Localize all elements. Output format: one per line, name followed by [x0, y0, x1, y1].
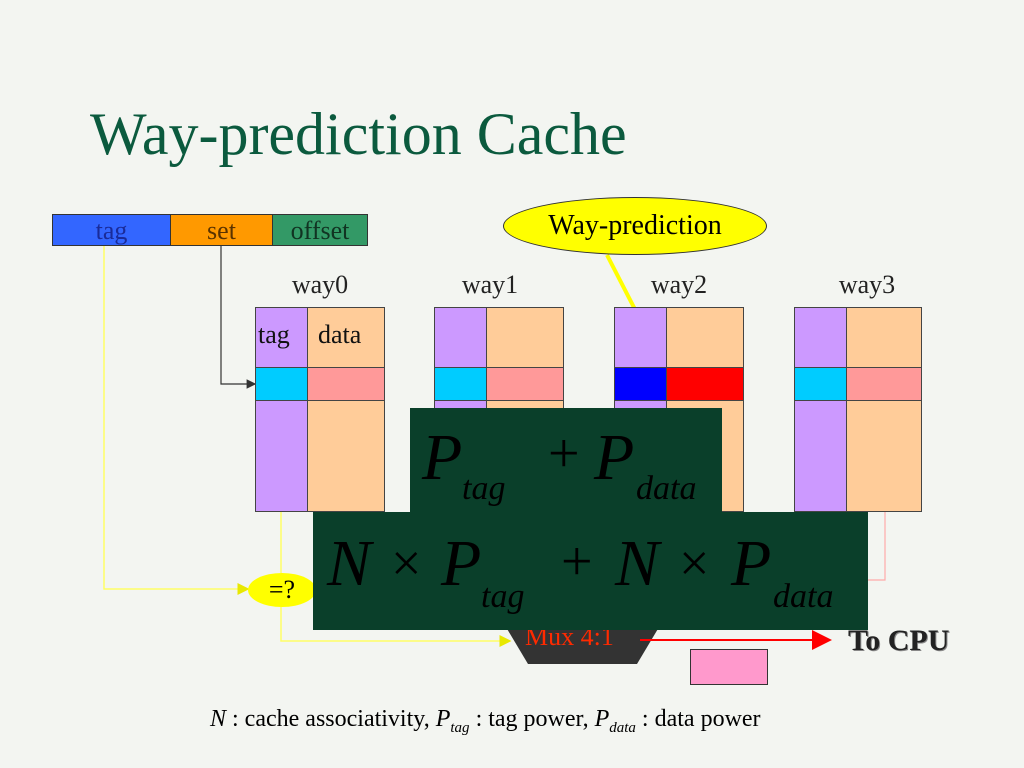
way3-tag-row [794, 367, 847, 401]
tag-column-label: tag [258, 320, 290, 349]
way2-data-row-predicted [666, 367, 744, 401]
way0-label: way0 [291, 270, 349, 299]
way3-data-column [846, 307, 922, 512]
eq1-plus: + [548, 423, 580, 485]
way0-tag-row [255, 367, 308, 401]
way3-label: way3 [838, 270, 896, 299]
way2-tag-row-predicted [614, 367, 667, 401]
footnote-ptag: P [435, 706, 451, 732]
eq2-p2: P [731, 527, 772, 600]
address-offset-field: offset [272, 214, 368, 246]
conventional-power-equation: N × P tag + N × P data [313, 512, 868, 630]
way0-tag-column [255, 307, 308, 512]
eq2-data-sub: data [773, 578, 834, 615]
way0-data-column [307, 307, 385, 512]
eq2-n: N [327, 527, 372, 600]
compare-mux-line [280, 607, 512, 647]
eq2-times: × [391, 533, 422, 593]
eq1-p: P [422, 421, 463, 494]
way1-label: way1 [461, 270, 519, 299]
output-data-box [690, 649, 768, 685]
footnote-ptag-desc: : tag power, [475, 706, 589, 732]
way1-tag-row [434, 367, 487, 401]
footnote-pdata: P [594, 706, 610, 732]
footnote-pdata-desc: : data power [641, 706, 761, 732]
predicted-power-equation: P tag + P data [410, 408, 722, 512]
way2-label: way2 [650, 270, 708, 299]
way0-data-row [307, 367, 385, 401]
way3-data-row [846, 367, 922, 401]
footnote-ptag-sub: tag [450, 719, 470, 736]
eq2-times2: × [679, 533, 710, 593]
footnote-n-desc: : cache associativity, [232, 706, 430, 732]
data-column-label: data [318, 320, 362, 349]
tag-compare-line [103, 246, 250, 595]
eq2-n2: N [615, 527, 660, 600]
eq1-p2: P [594, 421, 635, 494]
footnote-n: N [210, 706, 227, 732]
eq1-data-sub: data [636, 470, 697, 507]
way-prediction-bubble: Way-prediction [503, 197, 767, 255]
tag-comparator: =? [248, 573, 316, 607]
eq2-p: P [441, 527, 482, 600]
eq2-plus: + [561, 531, 593, 593]
slide-title: Way-prediction Cache [90, 101, 627, 167]
footnote: N : cache associativity, Ptag : tag powe… [210, 706, 761, 737]
footnote-pdata-sub: data [609, 719, 636, 736]
way1-data-row [486, 367, 564, 401]
way3-tag-column [794, 307, 847, 512]
to-cpu-label: To CPU [848, 624, 950, 657]
address-tag-field: tag [52, 214, 171, 246]
eq1-tag-sub: tag [462, 470, 506, 507]
eq2-tag-sub: tag [481, 578, 525, 615]
set-index-line [220, 246, 257, 389]
